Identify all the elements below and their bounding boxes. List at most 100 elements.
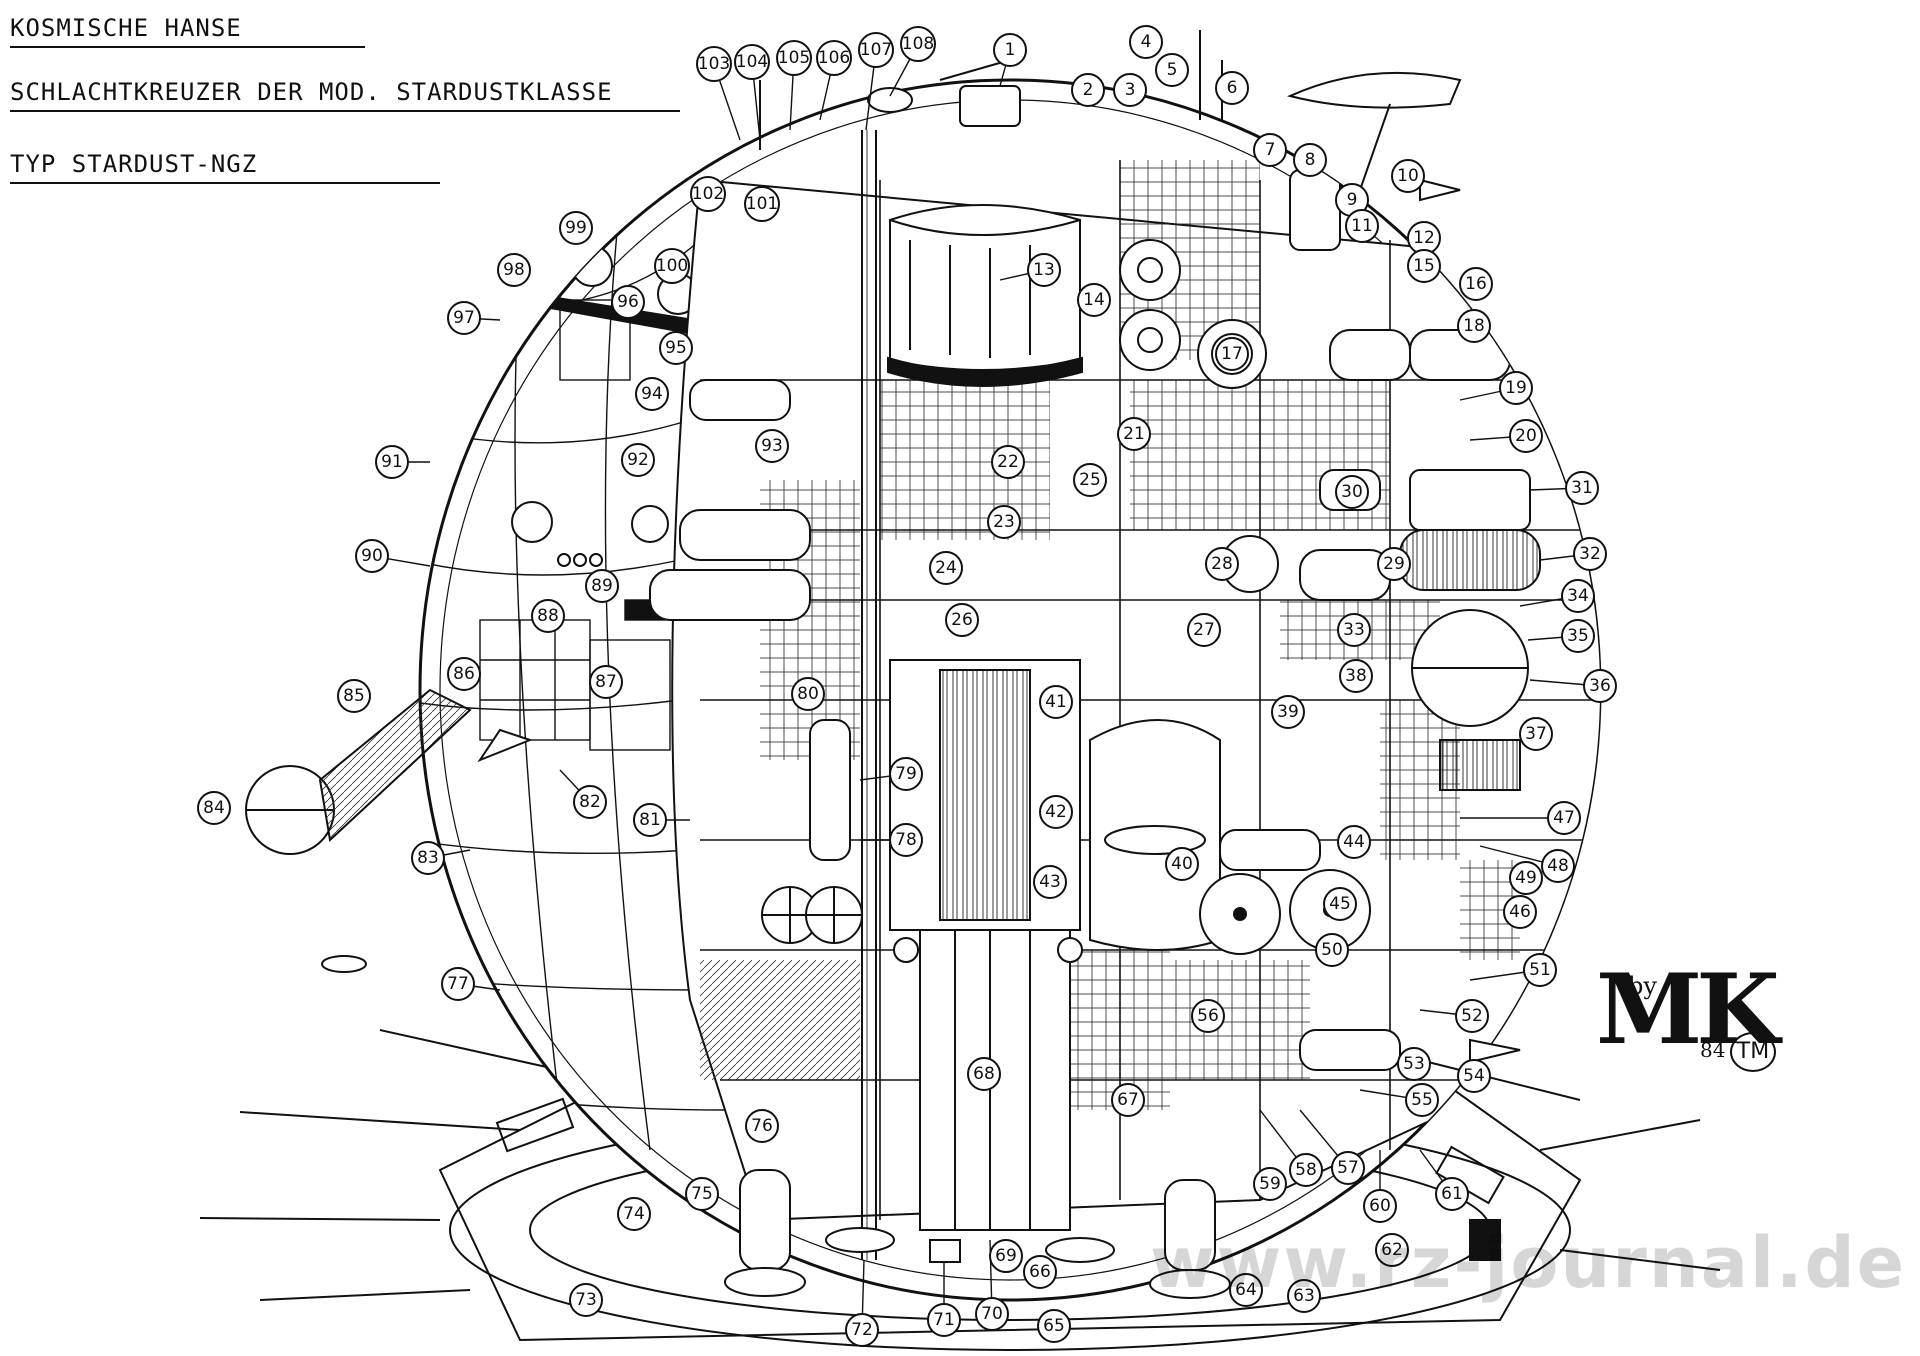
callout-number: 24 xyxy=(935,558,957,578)
callout-number: 96 xyxy=(617,292,639,312)
callout-ring xyxy=(1541,849,1575,883)
callout-107: 107 xyxy=(858,32,894,68)
callout-number: 37 xyxy=(1525,724,1547,744)
callout-85: 85 xyxy=(337,679,371,713)
callout-ring xyxy=(734,44,770,80)
callout-50: 50 xyxy=(1315,933,1349,967)
callout-44: 44 xyxy=(1337,825,1371,859)
callout-number: 42 xyxy=(1045,802,1067,822)
callout-ring xyxy=(1435,1177,1469,1211)
callout-96: 96 xyxy=(611,285,645,319)
callout-ring xyxy=(611,285,645,319)
callout-number: 79 xyxy=(895,764,917,784)
callout-number: 108 xyxy=(902,34,934,54)
callout-number: 99 xyxy=(565,218,587,238)
callout-number: 82 xyxy=(579,792,601,812)
callout-number: 103 xyxy=(698,54,730,74)
callout-number: 6 xyxy=(1227,78,1238,98)
callout-ring xyxy=(1377,547,1411,581)
callout-number: 101 xyxy=(746,194,778,214)
callout-54: 54 xyxy=(1457,1059,1491,1093)
callout-70: 70 xyxy=(975,1297,1009,1331)
callout-49: 49 xyxy=(1509,861,1543,895)
callout-ring xyxy=(1499,371,1533,405)
callout-ring xyxy=(635,377,669,411)
callout-29: 29 xyxy=(1377,547,1411,581)
callout-ring xyxy=(337,679,371,713)
callout-number: 20 xyxy=(1515,426,1537,446)
callout-104: 104 xyxy=(734,44,770,80)
callout-25: 25 xyxy=(1073,463,1107,497)
callout-92: 92 xyxy=(621,443,655,477)
callout-83: 83 xyxy=(411,841,445,875)
callout-ring xyxy=(441,967,475,1001)
callout-number: 71 xyxy=(933,1310,955,1330)
callout-number: 76 xyxy=(751,1116,773,1136)
portholes xyxy=(511,245,699,567)
callout-ring xyxy=(1337,613,1371,647)
callout-31: 31 xyxy=(1565,471,1599,505)
callout-67: 67 xyxy=(1111,1083,1145,1117)
callout-number: 1 xyxy=(1005,40,1016,60)
callout-number: 45 xyxy=(1329,894,1351,914)
callout-13: 13 xyxy=(1027,253,1061,287)
callout-ring xyxy=(696,46,732,82)
callout-ring xyxy=(858,32,894,68)
callout-ring xyxy=(621,443,655,477)
callout-22: 22 xyxy=(991,445,1025,479)
callout-5: 5 xyxy=(1155,53,1189,87)
callout-ring xyxy=(776,40,812,76)
callout-86: 86 xyxy=(447,657,481,691)
callout-ring xyxy=(1573,537,1607,571)
trademark-mark: TM xyxy=(1730,1032,1776,1072)
callout-ring xyxy=(1215,71,1249,105)
callout-ring xyxy=(1561,619,1595,653)
callout-ring xyxy=(1039,795,1073,829)
callout-59: 59 xyxy=(1253,1167,1287,1201)
callout-number: 87 xyxy=(595,672,617,692)
callout-number: 53 xyxy=(1403,1054,1425,1074)
callout-number: 43 xyxy=(1039,872,1061,892)
callout-60: 60 xyxy=(1363,1189,1397,1223)
callout-number: 83 xyxy=(417,848,439,868)
callout-ring xyxy=(744,186,780,222)
callout-ring xyxy=(1205,547,1239,581)
callout-ring xyxy=(945,603,979,637)
callout-95: 95 xyxy=(659,331,693,365)
callout-97: 97 xyxy=(447,301,481,335)
callout-ring xyxy=(1583,669,1617,703)
callout-number: 16 xyxy=(1465,274,1487,294)
callout-100: 100 xyxy=(654,248,690,284)
callout-ring xyxy=(900,26,936,62)
callout-number: 62 xyxy=(1381,1240,1403,1260)
callout-number: 22 xyxy=(997,452,1019,472)
callout-ring xyxy=(573,785,607,819)
callout-ring xyxy=(989,1239,1023,1273)
callout-23: 23 xyxy=(987,505,1021,539)
callout-number: 5 xyxy=(1167,60,1178,80)
callout-number: 92 xyxy=(627,450,649,470)
callout-87: 87 xyxy=(589,665,623,699)
callout-ring xyxy=(1565,471,1599,505)
callout-ring xyxy=(889,757,923,791)
callout-ring xyxy=(447,301,481,335)
callout-number: 25 xyxy=(1079,470,1101,490)
callout-number: 63 xyxy=(1293,1286,1315,1306)
callout-ring xyxy=(1215,337,1249,371)
callout-ring xyxy=(197,791,231,825)
callout-number: 48 xyxy=(1547,856,1569,876)
callout-48: 48 xyxy=(1541,849,1575,883)
callout-ring xyxy=(1191,999,1225,1033)
callout-ring xyxy=(411,841,445,875)
callout-number: 64 xyxy=(1235,1280,1257,1300)
callout-27: 27 xyxy=(1187,613,1221,647)
callout-38: 38 xyxy=(1339,659,1373,693)
callout-number: 36 xyxy=(1589,676,1611,696)
small-craft-left xyxy=(321,955,367,973)
callout-15: 15 xyxy=(1407,249,1441,283)
callout-ring xyxy=(929,551,963,585)
callout-53: 53 xyxy=(1397,1047,1431,1081)
callout-number: 32 xyxy=(1579,544,1601,564)
